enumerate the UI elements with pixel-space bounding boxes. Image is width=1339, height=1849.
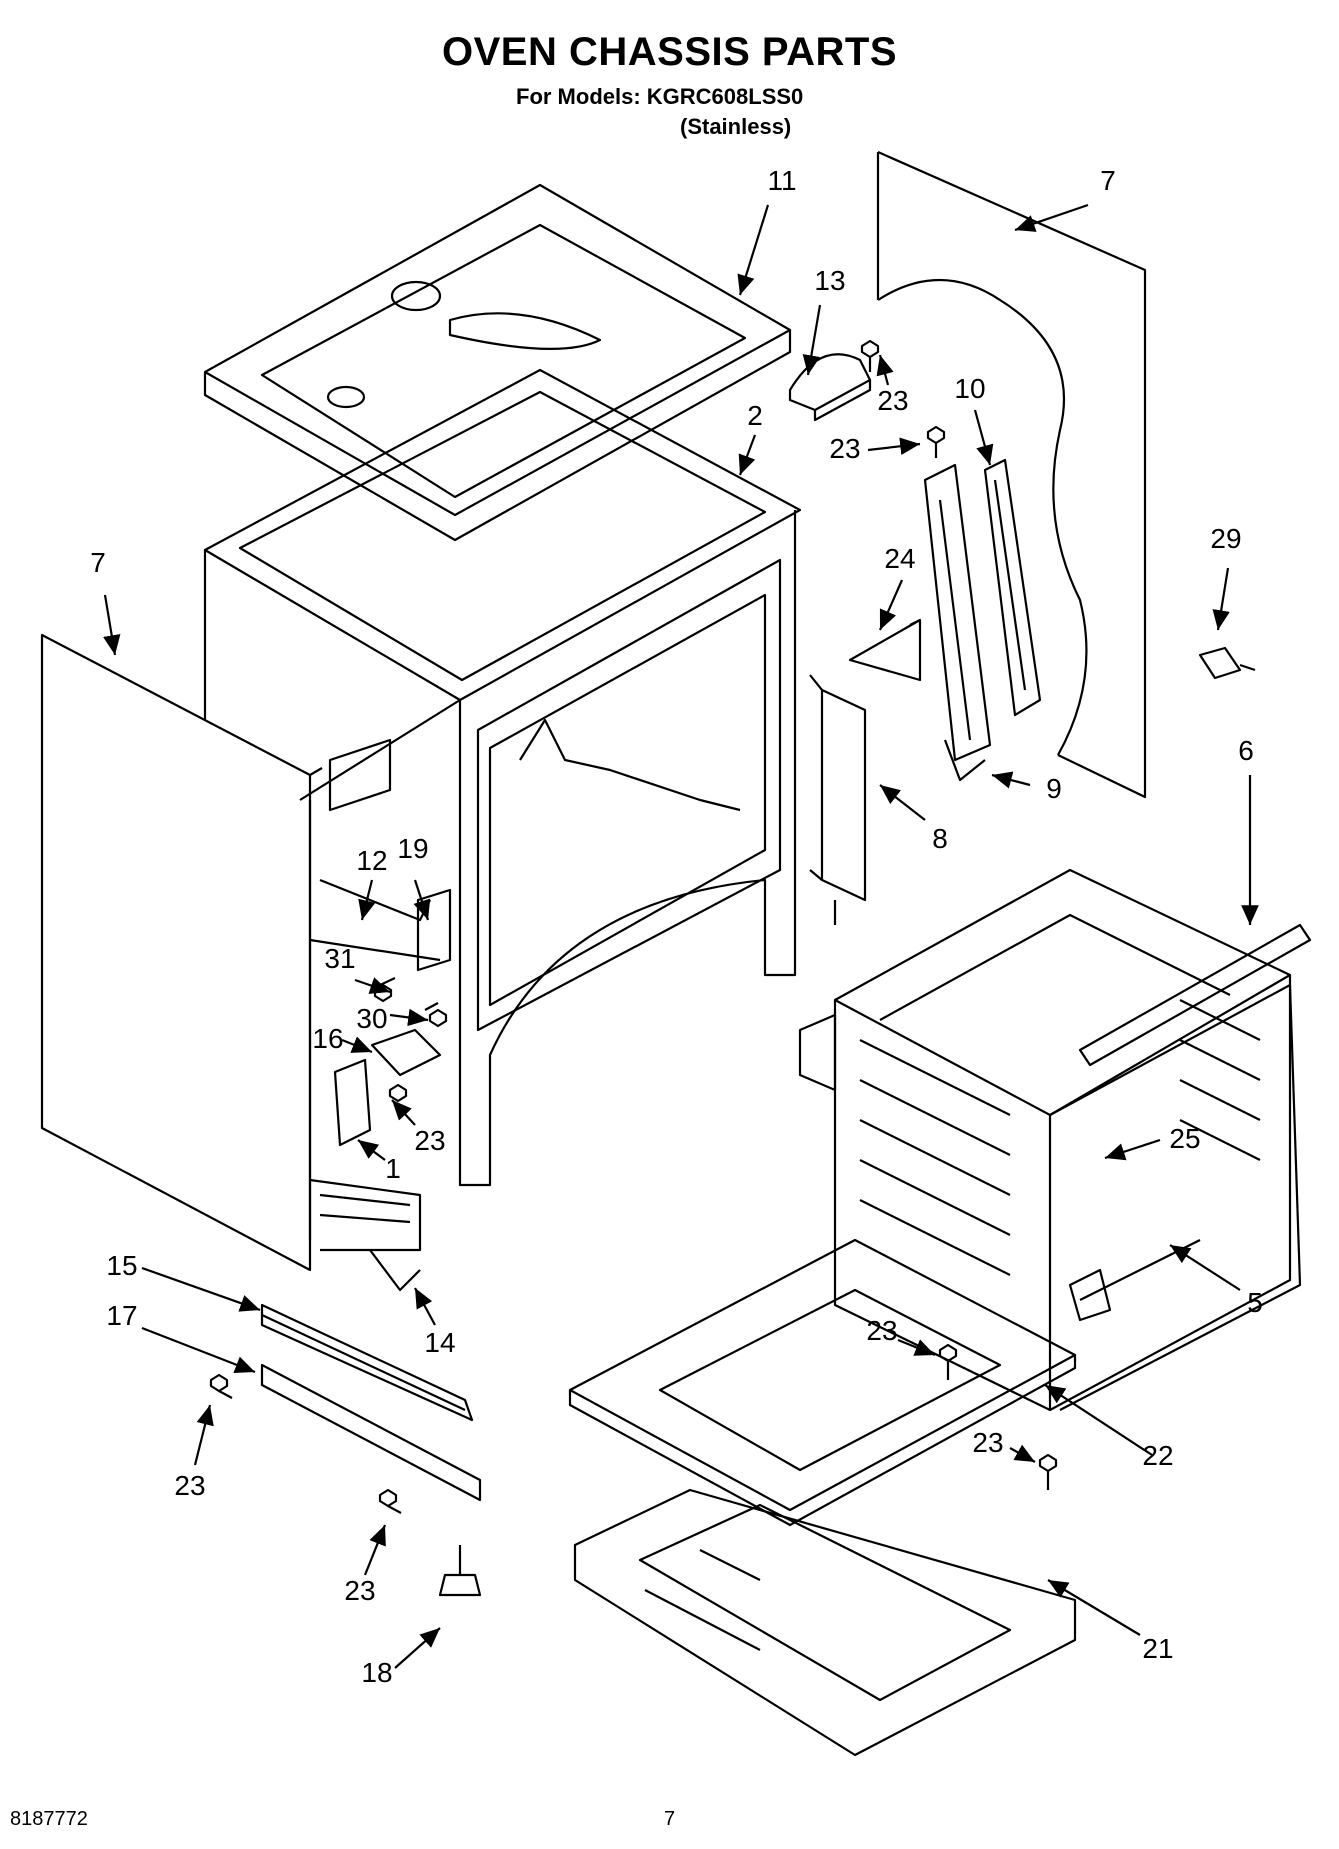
leveling-foot-part bbox=[438, 1545, 482, 1597]
callout-29: 29 bbox=[1210, 523, 1241, 554]
left-side-panel-part bbox=[40, 633, 323, 1272]
strip-8-part bbox=[809, 674, 867, 925]
callout-23: 23 bbox=[344, 1575, 375, 1606]
top-panel-part bbox=[203, 183, 792, 542]
callout-7-back: 7 bbox=[1100, 165, 1116, 196]
bracket-13-part bbox=[788, 353, 872, 422]
callout-23: 23 bbox=[972, 1427, 1003, 1458]
callout-18: 18 bbox=[361, 1657, 392, 1688]
callout-30: 30 bbox=[356, 1003, 387, 1034]
callout-5: 5 bbox=[1247, 1287, 1263, 1318]
callout-2: 2 bbox=[747, 400, 763, 431]
callout-23: 23 bbox=[414, 1125, 445, 1156]
page-number: 7 bbox=[664, 1808, 676, 1830]
rail-17-part bbox=[260, 1363, 482, 1502]
internal-components bbox=[309, 878, 452, 1292]
sensor-29-part bbox=[1198, 646, 1256, 680]
callout-6: 6 bbox=[1238, 735, 1254, 766]
callout-23: 23 bbox=[174, 1470, 205, 1501]
callout-12: 12 bbox=[356, 845, 387, 876]
variant-line: (Stainless) bbox=[680, 114, 792, 139]
document-number: 8187772 bbox=[10, 1808, 88, 1830]
callout-23: 23 bbox=[877, 385, 908, 416]
channel-10-part bbox=[983, 458, 1042, 717]
callout-31: 31 bbox=[324, 943, 355, 974]
callout-14: 14 bbox=[424, 1327, 455, 1358]
oven-cavity-part bbox=[798, 868, 1312, 1412]
oven-bottom-part bbox=[568, 1238, 1077, 1527]
callout-10: 10 bbox=[954, 373, 985, 404]
callout-23: 23 bbox=[829, 433, 860, 464]
callout-15: 15 bbox=[106, 1250, 137, 1281]
rail-15-part bbox=[260, 1303, 474, 1422]
callout-1: 1 bbox=[385, 1153, 401, 1184]
callout-23: 23 bbox=[866, 1315, 897, 1346]
channel-9-part bbox=[923, 463, 992, 782]
callout-9: 9 bbox=[1046, 773, 1062, 804]
callout-arrows bbox=[103, 203, 1259, 1669]
back-panel-part bbox=[876, 150, 1147, 799]
callout-17: 17 bbox=[106, 1300, 137, 1331]
callout-11: 11 bbox=[767, 165, 796, 196]
callout-labels: 11 7 13 23 2 10 23 29 7 24 9 6 8 12 19 3… bbox=[90, 165, 1263, 1688]
callout-7-side: 7 bbox=[90, 547, 106, 578]
base-pan-part bbox=[573, 1488, 1077, 1757]
chassis-frame-part bbox=[203, 368, 802, 1240]
callout-19: 19 bbox=[397, 833, 428, 864]
screws bbox=[209, 339, 1058, 1514]
callout-25: 25 bbox=[1169, 1123, 1200, 1154]
callout-13: 13 bbox=[814, 265, 845, 296]
callout-21: 21 bbox=[1142, 1633, 1173, 1664]
page-title: OVEN CHASSIS PARTS bbox=[442, 30, 897, 74]
callout-22: 22 bbox=[1142, 1440, 1173, 1471]
callout-16: 16 bbox=[312, 1023, 343, 1054]
callout-24: 24 bbox=[884, 543, 915, 574]
callout-8: 8 bbox=[932, 823, 948, 854]
models-line: For Models: KGRC608LSS0 bbox=[516, 84, 804, 109]
wedge-24-part bbox=[848, 618, 922, 682]
